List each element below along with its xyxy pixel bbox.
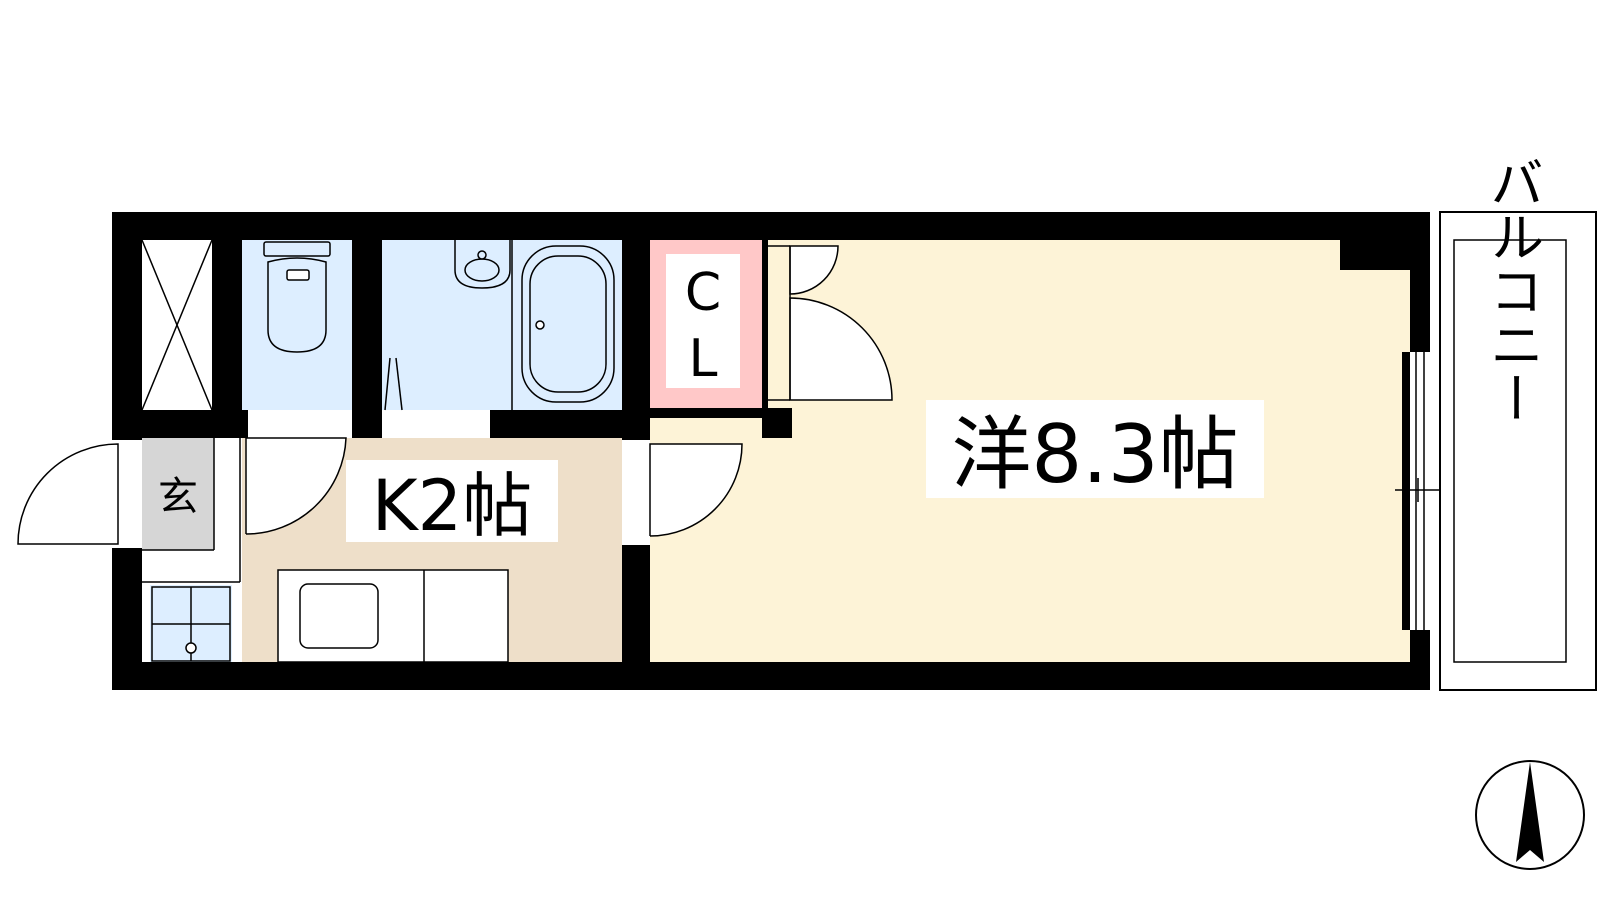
balcony-label: バルコニー	[1481, 155, 1544, 425]
closet-label-bg	[666, 254, 740, 388]
bathtub-icon	[521, 245, 615, 403]
western-label-bg	[926, 400, 1264, 498]
entrance-divider	[142, 438, 241, 583]
entrance-area	[142, 438, 214, 550]
kitchen-label: K2帖	[372, 465, 532, 547]
storage-cross	[141, 239, 213, 411]
closet-label-top: C	[685, 263, 721, 323]
door-jambs	[768, 245, 791, 401]
balcony	[1439, 211, 1597, 691]
kitchen-counter	[277, 569, 509, 663]
bath-partition	[384, 240, 513, 411]
interior-walls	[142, 240, 1410, 662]
north-arrow-icon	[1475, 760, 1585, 870]
balcony-window	[1395, 352, 1440, 630]
closet-label-bottom: L	[689, 329, 718, 389]
toilet-icon	[263, 241, 331, 353]
exterior-walls	[112, 212, 1430, 690]
doors	[17, 245, 893, 545]
entrance-step	[142, 550, 240, 582]
washer-pan-icon	[151, 586, 231, 662]
western-room-label: 洋8.3帖	[951, 408, 1238, 501]
entrance-label: 玄	[158, 474, 198, 520]
kitchen-label-bg	[346, 460, 558, 542]
washbasin-icon	[454, 240, 511, 289]
